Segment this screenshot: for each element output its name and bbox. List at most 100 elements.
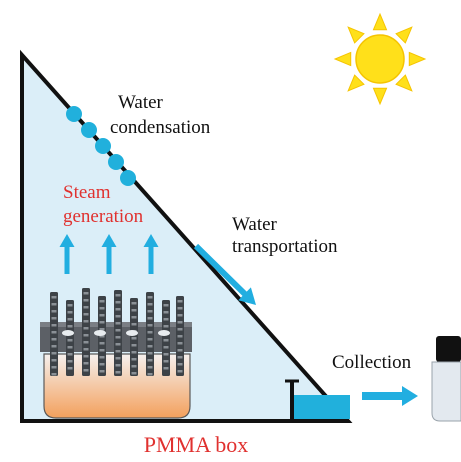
rod-pore (99, 356, 105, 359)
rod-pore (147, 359, 153, 362)
rod-pore (177, 307, 183, 310)
rod-pore (99, 314, 105, 317)
rod-pore (51, 310, 57, 313)
rod-pore (51, 373, 57, 376)
condensation-droplet (108, 154, 124, 170)
water-transportation-label-line1: Water (232, 214, 278, 235)
bottle-body (431, 361, 461, 422)
evaporator-slot (62, 330, 74, 336)
rod-pore (67, 367, 73, 370)
rod-pore (51, 331, 57, 334)
rod-pore (131, 372, 137, 375)
condensation-droplet (66, 106, 82, 122)
rod-pore (163, 311, 169, 314)
rod-pore (99, 328, 105, 331)
rod-pore (115, 371, 121, 374)
rod-pore (115, 357, 121, 360)
rod-pore (67, 339, 73, 342)
rod-pore (83, 320, 89, 323)
rod-pore (147, 317, 153, 320)
rod-pore (51, 296, 57, 299)
collection-arrow (362, 386, 418, 406)
collection-arrow-shape (362, 386, 418, 406)
water-transportation-arrow (193, 243, 256, 305)
rod-pore (67, 304, 73, 307)
rod-pore (163, 318, 169, 321)
rod-pore (177, 321, 183, 324)
sun-ray (395, 74, 413, 92)
collection-bottle-icon (431, 336, 461, 422)
rod-pore (131, 316, 137, 319)
rod-pore (177, 349, 183, 352)
pmma-box-label: PMMA box (144, 432, 249, 457)
rod-pore (147, 303, 153, 306)
rod-pore (177, 363, 183, 366)
rod-pore (177, 335, 183, 338)
rod-pore (177, 342, 183, 345)
rod-pore (131, 358, 137, 361)
rod-pore (115, 322, 121, 325)
rod-pore (99, 370, 105, 373)
rod-pore (67, 325, 73, 328)
rod-pore (163, 367, 169, 370)
rod-pore (115, 364, 121, 367)
rod-pore (83, 327, 89, 330)
condensation-droplet (120, 170, 136, 186)
rod-pore (83, 369, 89, 372)
collection-reservoir (285, 379, 350, 421)
rod-pore (147, 338, 153, 341)
evaporator-slot (126, 330, 138, 336)
sun-ray (347, 26, 365, 44)
rod-pore (147, 296, 153, 299)
rod-pore (51, 359, 57, 362)
rod-pore (99, 321, 105, 324)
absorber-rod (146, 292, 154, 376)
rod-pore (83, 341, 89, 344)
rod-pore (177, 328, 183, 331)
sun-ray (372, 87, 388, 106)
rod-pore (51, 338, 57, 341)
rod-pore (99, 342, 105, 345)
sun-disc (355, 34, 405, 84)
rod-pore (131, 302, 137, 305)
rod-pore (131, 323, 137, 326)
rod-pore (99, 363, 105, 366)
rod-pore (147, 373, 153, 376)
rod-pore (51, 303, 57, 306)
rod-pore (83, 306, 89, 309)
rod-pore (115, 308, 121, 311)
rod-pore (115, 343, 121, 346)
rod-pore (99, 300, 105, 303)
rod-pore (177, 300, 183, 303)
rod-pore (99, 335, 105, 338)
absorber-rod (50, 292, 58, 376)
rod-pore (51, 324, 57, 327)
steam-arrows (59, 234, 159, 274)
rod-pore (163, 346, 169, 349)
rod-pore (115, 301, 121, 304)
steam-arrow (59, 234, 75, 274)
steam-generation-label-line1: Steam (63, 182, 111, 203)
sun-ray (372, 12, 388, 31)
rod-pore (115, 350, 121, 353)
rod-pore (147, 345, 153, 348)
rod-pore (163, 304, 169, 307)
evaporator-slot (94, 330, 106, 336)
sun-icon (333, 12, 427, 106)
transportation-arrow (193, 243, 256, 305)
rod-pore (51, 345, 57, 348)
rod-pore (115, 329, 121, 332)
rod-pore (99, 349, 105, 352)
rod-pore (51, 317, 57, 320)
rod-pore (177, 370, 183, 373)
rod-pore (163, 353, 169, 356)
rod-pore (115, 294, 121, 297)
rod-pore (83, 299, 89, 302)
water-transportation-label-line2: transportation (232, 236, 338, 257)
rod-pore (83, 334, 89, 337)
rod-pore (67, 353, 73, 356)
rod-pore (131, 309, 137, 312)
rod-pore (147, 310, 153, 313)
